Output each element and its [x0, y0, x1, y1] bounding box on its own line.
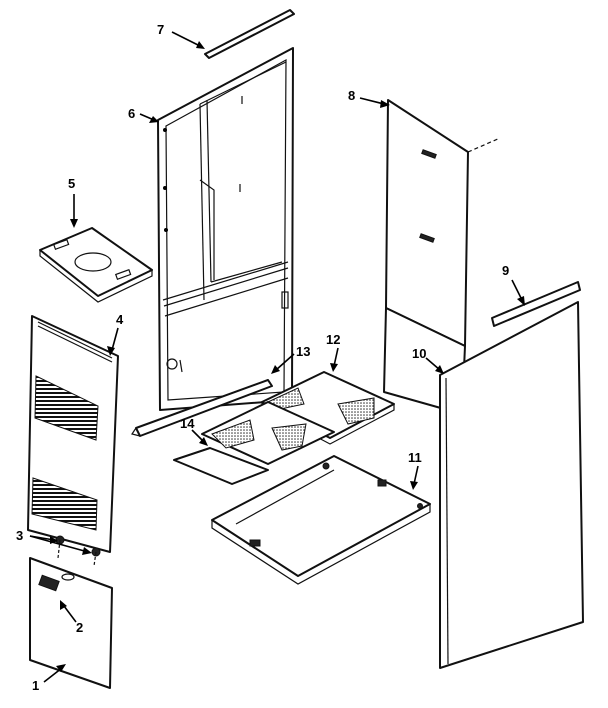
part-1-lower-door — [29, 557, 113, 689]
callout-7: 7 — [157, 22, 164, 37]
leader-arrows — [29, 31, 525, 683]
part-9-side-rail — [491, 281, 581, 327]
part-11-base-pan — [211, 455, 431, 585]
part-12-filter-tray — [261, 371, 395, 445]
callout-11: 11 — [408, 450, 422, 465]
part-2-handle — [38, 574, 60, 592]
callout-1: 1 — [32, 678, 39, 693]
callout-8: 8 — [348, 88, 355, 103]
part-13-bracket-bar — [131, 379, 273, 437]
callout-3: 3 — [16, 528, 23, 543]
part-3-screws — [55, 535, 101, 567]
callout-9: 9 — [502, 263, 509, 278]
callout-10: 10 — [412, 346, 426, 361]
part-6-rear-frame — [157, 47, 294, 411]
part-5-top-plate — [39, 227, 153, 303]
callout-6: 6 — [128, 106, 135, 121]
part-7-top-rail — [204, 9, 295, 59]
callout-4: 4 — [116, 312, 124, 327]
part-10-side-panel — [439, 301, 584, 669]
part-14-filter-tray — [173, 401, 335, 485]
callout-12: 12 — [326, 332, 340, 347]
callout-13: 13 — [296, 344, 310, 359]
part-4-upper-door — [27, 315, 119, 553]
callout-2: 2 — [76, 620, 83, 635]
callout-5: 5 — [68, 176, 75, 191]
callout-14: 14 — [180, 416, 195, 431]
